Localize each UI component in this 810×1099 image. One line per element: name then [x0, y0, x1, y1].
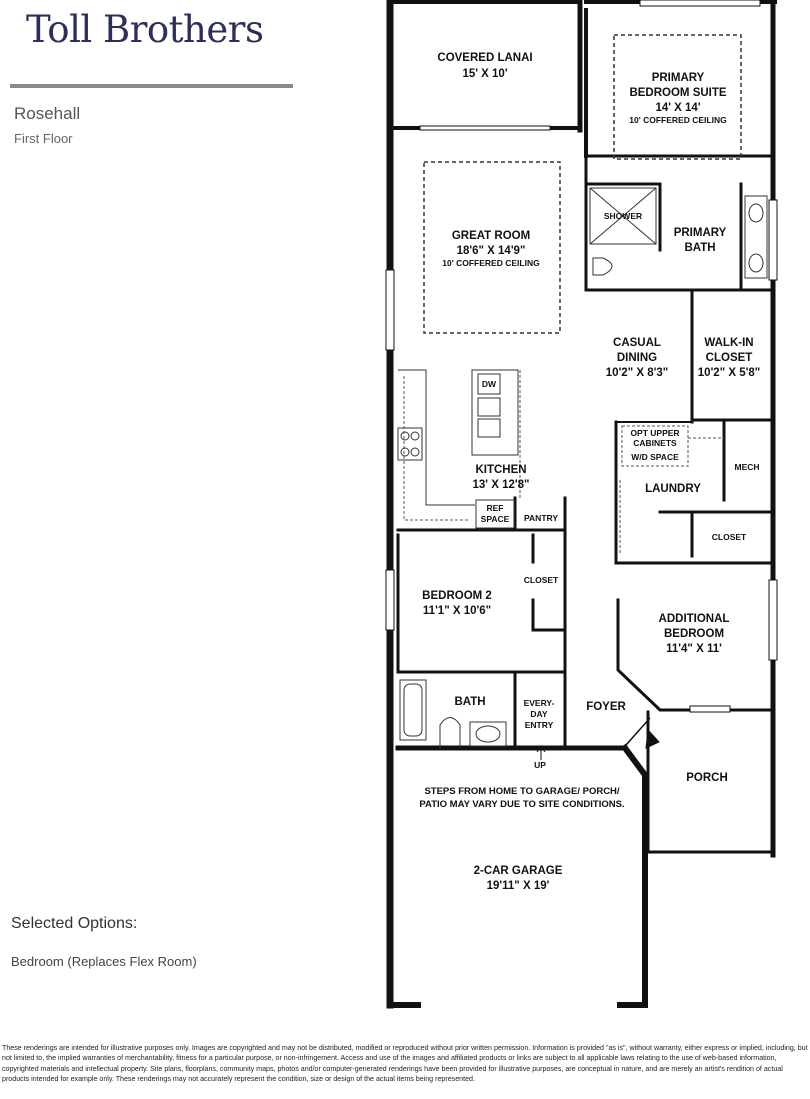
- everyday-entry-label: EVERY-: [524, 698, 555, 708]
- garage-dims: 19'11" X 19': [487, 880, 550, 892]
- garage-label: 2-CAR GARAGE: [474, 865, 563, 877]
- porch-label: PORCH: [686, 772, 728, 784]
- floor-plan: COVERED LANAI 15' X 10' PRIMARY BEDROOM …: [385, 0, 778, 1009]
- ref-space-label: REF: [487, 503, 504, 513]
- walk-in-closet-label: WALK-IN: [704, 337, 753, 349]
- everyday-entry-label-2: DAY: [530, 709, 547, 719]
- walk-in-closet-dims: 10'2" X 5'8": [698, 367, 760, 379]
- kitchen-dims: 13' X 12'8": [473, 479, 530, 491]
- ref-space-label-2: SPACE: [481, 514, 510, 524]
- primary-suite-ceiling-note: 10' COFFERED CEILING: [629, 115, 727, 125]
- primary-suite-label-2: BEDROOM SUITE: [629, 87, 726, 99]
- bath-label: BATH: [454, 696, 485, 708]
- great-room-dims: 18'6" X 14'9": [457, 245, 526, 257]
- legal-disclaimer: These renderings are intended for illust…: [2, 1044, 808, 1083]
- additional-bedroom-dims: 11'4" X 11': [666, 643, 722, 655]
- primary-bath-label-2: BATH: [684, 242, 715, 254]
- casual-dining-dims: 10'2" X 8'3": [606, 367, 668, 379]
- selected-options-title: Selected Options:: [11, 915, 138, 932]
- shower-label: SHOWER: [604, 211, 642, 221]
- additional-bedroom-label: ADDITIONAL: [659, 613, 730, 625]
- bedroom-2-dims: 11'1" X 10'6": [423, 605, 491, 617]
- great-room-ceiling-note: 10' COFFERED CEILING: [442, 258, 540, 268]
- up-label: UP: [534, 760, 546, 770]
- opt-upper-cabinets-label: OPT UPPER: [630, 428, 679, 438]
- selected-option-item: Bedroom (Replaces Flex Room): [11, 954, 197, 969]
- casual-dining-label: CASUAL: [613, 337, 661, 349]
- dishwasher-label: DW: [482, 379, 497, 389]
- primary-suite-dims: 14' X 14': [655, 102, 700, 114]
- bedroom-2-label: BEDROOM 2: [422, 590, 492, 602]
- everyday-entry-label-3: ENTRY: [525, 720, 554, 730]
- pantry-label: PANTRY: [524, 513, 558, 523]
- casual-dining-label-2: DINING: [617, 352, 657, 364]
- floor-label: First Floor: [14, 131, 73, 146]
- kitchen-label: KITCHEN: [475, 464, 526, 476]
- covered-lanai-dims: 15' X 10': [462, 68, 507, 80]
- foyer-label: FOYER: [586, 701, 626, 713]
- mech-label: MECH: [734, 462, 759, 472]
- model-name: Rosehall: [14, 104, 81, 123]
- garage-note-line-2: PATIO MAY VARY DUE TO SITE CONDITIONS.: [419, 799, 624, 810]
- laundry-label: LAUNDRY: [645, 483, 701, 495]
- additional-bedroom-label-2: BEDROOM: [664, 628, 724, 640]
- primary-suite-label: PRIMARY: [652, 72, 705, 84]
- covered-lanai-label: COVERED LANAI: [437, 52, 532, 64]
- opt-upper-cabinets-label-2: CABINETS: [633, 438, 677, 448]
- primary-bath-label: PRIMARY: [674, 227, 727, 239]
- walk-in-closet-label-2: CLOSET: [706, 352, 753, 364]
- bedroom-2-closet-label: CLOSET: [524, 575, 559, 585]
- brand-logo: Toll Brothers: [26, 8, 264, 51]
- header-divider: [10, 84, 293, 88]
- great-room-label: GREAT ROOM: [452, 230, 530, 242]
- closet-right-label: CLOSET: [712, 532, 747, 542]
- wd-space-label: W/D SPACE: [631, 452, 679, 462]
- garage-note-line-1: STEPS FROM HOME TO GARAGE/ PORCH/: [424, 786, 619, 797]
